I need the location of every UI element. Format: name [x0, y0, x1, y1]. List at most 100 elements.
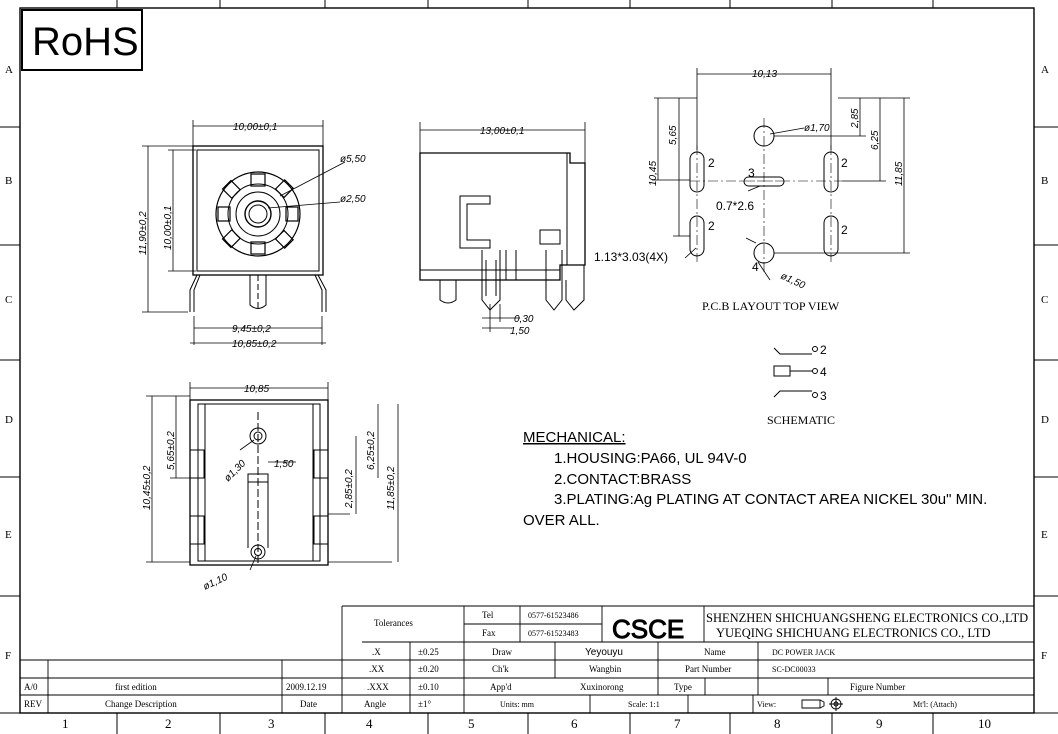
schematic-symbol	[773, 346, 818, 398]
material-value: Mt'l: (Attach)	[913, 700, 957, 709]
front-height-outer-dim: 11,90±0,2	[138, 211, 149, 255]
front-height-inner-dim: 10,00±0,1	[163, 206, 174, 250]
company-name-2: YUEQING SHICHUANG ELECTRONICS CO., LTD	[716, 626, 991, 640]
rohs-label: RoHS	[32, 20, 139, 64]
col-label-3: 3	[268, 716, 275, 731]
col-label-6: 6	[571, 716, 578, 731]
col-label-7: 7	[674, 716, 681, 731]
pcb-pad-note: 1.13*3.03(4X)	[594, 250, 668, 264]
pcb-pin-2c: 2	[708, 219, 715, 233]
tol-key-xx: .XX	[369, 664, 385, 674]
col-label-1: 1	[62, 716, 69, 731]
col-label-2: 2	[165, 716, 172, 731]
schematic-caption: SCHEMATIC	[767, 413, 835, 427]
pcb-pin-4: 4	[752, 260, 759, 274]
rev-label: REV	[24, 699, 43, 709]
pcb-pin-2b: 2	[841, 156, 848, 170]
bottom-dia-a: ø1,30	[222, 458, 248, 484]
tol-key-xxx: .XXX	[367, 682, 389, 692]
part-number-value: SC-DC00033	[772, 665, 816, 674]
pcb-dia-150: ø1,50	[779, 271, 807, 292]
change-desc-value: first edition	[115, 682, 157, 692]
front-width-top-dim: 10,00±0,1	[233, 122, 277, 133]
scale-value: Scale: 1:1	[628, 700, 660, 709]
tol-key-angle: Angle	[364, 699, 386, 709]
front-pin-span-dim: 9,45±0,2	[232, 324, 271, 335]
company-name-1: SHENZHEN SHICHUANGSHENG ELECTRONICS CO.,…	[706, 611, 1028, 625]
col-label-10: 10	[978, 716, 991, 731]
mechanical-notes: MECHANICAL: 1.HOUSING:PA66, UL 94V-0 2.C…	[523, 429, 987, 529]
rohs-badge	[21, 9, 143, 71]
date-label: Date	[300, 699, 317, 709]
tol-val-xx: ±0.20	[418, 664, 439, 674]
units-value: Units: mm	[500, 700, 535, 709]
tol-val-xxx: ±0.10	[418, 682, 439, 692]
row-label-f: F	[5, 650, 11, 662]
bottom-view	[146, 382, 399, 571]
mechanical-line-4: OVER ALL.	[523, 512, 600, 529]
view-label: View:	[757, 700, 776, 709]
type-label: Type	[674, 682, 692, 692]
draw-label: Draw	[492, 647, 512, 657]
row-label-c: C	[5, 294, 12, 306]
row-label-f-right: F	[1041, 650, 1047, 662]
check-label: Ch'k	[492, 664, 509, 674]
side-pin-thick-dim: 0,30	[514, 314, 534, 325]
mechanical-line-2: 2.CONTACT:BRASS	[554, 471, 691, 488]
date-value: 2009.12.19	[286, 682, 327, 692]
schematic-pin-2: 2	[820, 343, 827, 357]
side-length-dim: 13,00±0,1	[480, 126, 524, 137]
row-label-d: D	[5, 414, 13, 426]
front-dia-outer-dim: ø5,50	[340, 154, 366, 165]
part-number-label: Part Number	[685, 664, 731, 674]
title-block-grid	[20, 605, 1034, 713]
bottom-dim-d: 6,25±0,2	[366, 431, 377, 470]
mechanical-heading: MECHANICAL:	[523, 429, 626, 446]
csce-logo: CSCE	[612, 614, 684, 644]
bottom-width-dim: 10,85	[244, 384, 269, 395]
tol-val-x: ±0.25	[418, 647, 439, 657]
tol-key-x: .X	[372, 647, 381, 657]
bottom-dim-a: 5,65±0,2	[166, 431, 177, 470]
row-label-a-right: A	[1041, 64, 1049, 76]
col-label-8: 8	[774, 716, 781, 731]
bottom-dim-e: 11,85±0,2	[386, 466, 397, 510]
pcb-dim-1045: 10,45	[648, 161, 659, 186]
pcb-pin-3: 3	[748, 166, 755, 180]
tel-value: 0577-61523486	[528, 611, 579, 620]
col-label-5: 5	[468, 716, 475, 731]
fax-value: 0577-61523483	[528, 629, 579, 638]
row-label-b-right: B	[1041, 175, 1048, 187]
schematic-pin-4: 4	[820, 365, 827, 379]
bottom-dim-b: 10,45±0,2	[142, 465, 153, 510]
fax-label: Fax	[482, 628, 496, 638]
row-label-c-right: C	[1041, 294, 1048, 306]
front-view	[142, 120, 346, 345]
pcb-slot-note: 0.7*2.6	[716, 199, 754, 213]
front-dia-inner-dim: ø2,50	[340, 194, 366, 205]
approve-value: Xuxinorong	[580, 682, 624, 692]
tolerances-label: Tolerances	[374, 618, 413, 628]
pcb-width-dim: 10,13	[752, 69, 777, 80]
pcb-dim-285: 2,85	[850, 108, 861, 129]
pcb-pin-2a: 2	[708, 156, 715, 170]
tol-val-angle: ±1°	[418, 699, 431, 709]
pcb-dim-565: 5,65	[668, 125, 679, 145]
col-label-9: 9	[876, 716, 883, 731]
tel-label: Tel	[482, 610, 494, 620]
pcb-pin-2d: 2	[841, 223, 848, 237]
row-label-e-right: E	[1041, 529, 1048, 541]
draw-value: Yeyouyu	[585, 647, 623, 658]
bottom-dim-c: 2,85±0,2	[344, 469, 355, 509]
col-label-4: 4	[366, 716, 373, 731]
pcb-dim-625: 6,25	[870, 130, 881, 150]
side-pin-width-dim: 1,50	[510, 326, 530, 337]
projection-symbol-icon	[801, 697, 843, 711]
name-label: Name	[704, 647, 726, 657]
name-value: DC POWER JACK	[772, 648, 835, 657]
bottom-dia-b: ø1,10	[202, 572, 230, 593]
row-label-b: B	[5, 175, 12, 187]
rev-value: A/0	[24, 682, 38, 692]
row-label-d-right: D	[1041, 414, 1049, 426]
